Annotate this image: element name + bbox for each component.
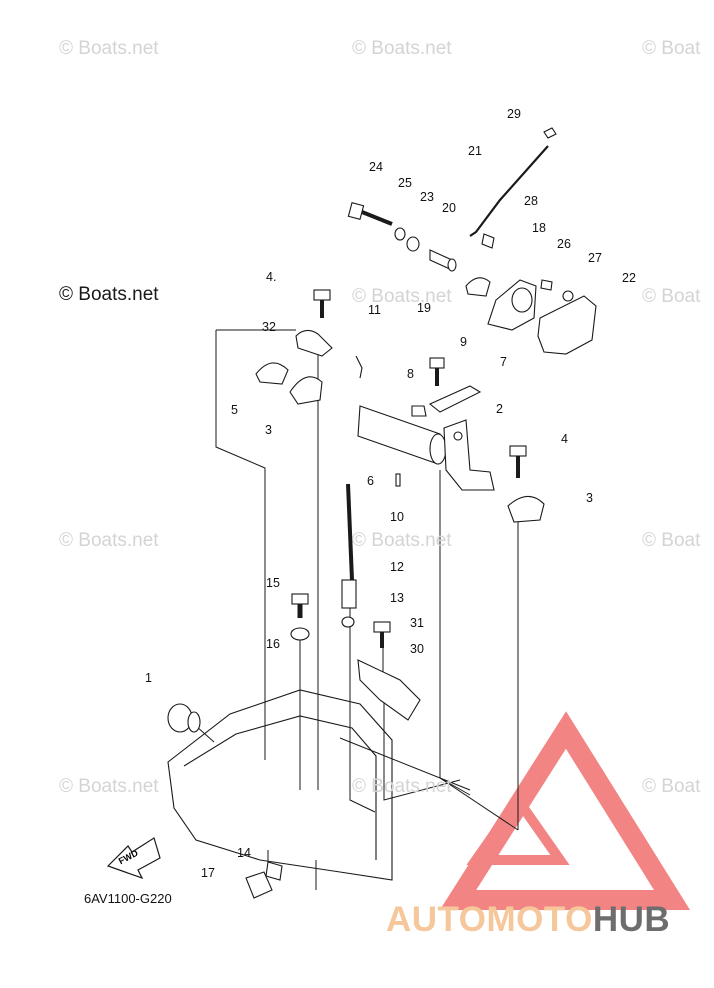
callout-19: 19 (417, 301, 431, 315)
part-6-pin (395, 473, 401, 487)
callout-30: 30 (410, 642, 424, 656)
callout-9: 9 (460, 335, 467, 349)
part-shift-shaft (357, 405, 447, 465)
watermark-8: © Boat (642, 530, 701, 551)
callout-3-upper: 3 (265, 423, 272, 437)
callout-25: 25 (398, 176, 412, 190)
bottom-cowling (167, 689, 393, 881)
callout-31: 31 (410, 616, 424, 630)
part-29-screw (543, 127, 557, 139)
part-24-bolt (347, 202, 393, 226)
callout-15: 15 (266, 576, 280, 590)
part-2-lever-assy (443, 419, 495, 491)
leader-lines (195, 329, 519, 890)
part-28-clip (481, 233, 495, 249)
callout-2: 2 (496, 402, 503, 416)
callout-11: 11 (368, 303, 381, 317)
part-23-washer (406, 236, 420, 252)
callout-17: 17 (201, 866, 215, 880)
callout-13: 13 (390, 591, 404, 605)
callout-22: 22 (622, 271, 636, 285)
part-3-bushing-lower (507, 495, 545, 523)
part-4-bolt-lower (509, 445, 527, 478)
part-22-bracket (537, 295, 597, 355)
callout-29: 29 (507, 107, 521, 121)
brand-part2: HUB (592, 900, 671, 939)
watermark-corner: © Boats.net (59, 284, 159, 305)
watermark-9: © Boats.net (59, 776, 159, 797)
callout-18: 18 (532, 221, 546, 235)
brand-wordmark: AUTOMOTOHUB (386, 900, 670, 940)
callout-14: 14 (237, 846, 251, 860)
watermark-10: © Boats.net (352, 776, 452, 797)
part-11-clip (355, 355, 363, 379)
part-25-washer (394, 227, 406, 241)
callout-8: 8 (407, 367, 414, 381)
callout-23: 23 (420, 190, 434, 204)
part-15-bolt (291, 593, 309, 618)
part-21-rod (469, 145, 549, 237)
part-5-bushing (255, 362, 289, 385)
bottom-cowling-inner (183, 715, 377, 860)
watermark-11: © Boat (642, 776, 701, 797)
part-31-bolt (373, 621, 391, 648)
callout-24: 24 (369, 160, 383, 174)
fwd-arrow (106, 837, 161, 880)
callout-21: 21 (468, 144, 482, 158)
part-17-clamp (245, 871, 273, 899)
callout-27: 27 (588, 251, 602, 265)
callout-20: 20 (442, 201, 456, 215)
callout-6: 6 (367, 474, 374, 488)
callout-1: 1 (145, 671, 152, 685)
part-19-bracket (465, 277, 491, 297)
diagram-code: 6AV1100-G220 (84, 891, 172, 906)
part-20-collar (429, 249, 457, 272)
part-12-collar (341, 579, 357, 609)
watermark-2: © Boats.net (352, 38, 452, 59)
watermark-3: © Boat (642, 38, 701, 59)
part-3-bushing-upper (289, 376, 323, 405)
part-30-bracket (357, 659, 421, 721)
brand-logo-triangle (439, 711, 691, 910)
part-8-nut (411, 405, 427, 417)
watermark-4: © Boats.net (352, 286, 452, 307)
part-7-plate (428, 385, 482, 413)
watermark-5: © Boat (642, 286, 701, 307)
watermark-7: © Boats.net (352, 530, 452, 551)
part-4-bolt-upper (313, 289, 331, 318)
part-10-rod (346, 483, 354, 581)
watermark-1: © Boats.net (59, 38, 159, 59)
callout-32: 32 (262, 320, 276, 334)
parts-group (167, 127, 597, 899)
callout-16: 16 (266, 637, 280, 651)
part-13-nut (341, 616, 355, 628)
callout-10: 10 (390, 510, 404, 524)
part-1-grommet (167, 703, 201, 733)
callout-7: 7 (500, 355, 507, 369)
watermark-6: © Boats.net (59, 530, 159, 551)
callout-3-lower: 3 (586, 491, 593, 505)
callout-26: 26 (557, 237, 571, 251)
part-26-screw (540, 279, 553, 291)
part-9-bolt (429, 357, 445, 386)
callout-4-upper: 4. (266, 270, 277, 284)
part-18-lever (487, 279, 537, 331)
callout-5: 5 (231, 403, 238, 417)
part-14-clip (265, 861, 283, 881)
callout-12: 12 (390, 560, 404, 574)
callout-4-lower: 4 (561, 432, 568, 446)
part-27-washer (562, 290, 574, 302)
brand-part1: AUTOMOTO (386, 900, 593, 939)
part-16-washer (290, 627, 310, 641)
part-32-clamp (295, 329, 333, 357)
callout-28: 28 (524, 194, 538, 208)
